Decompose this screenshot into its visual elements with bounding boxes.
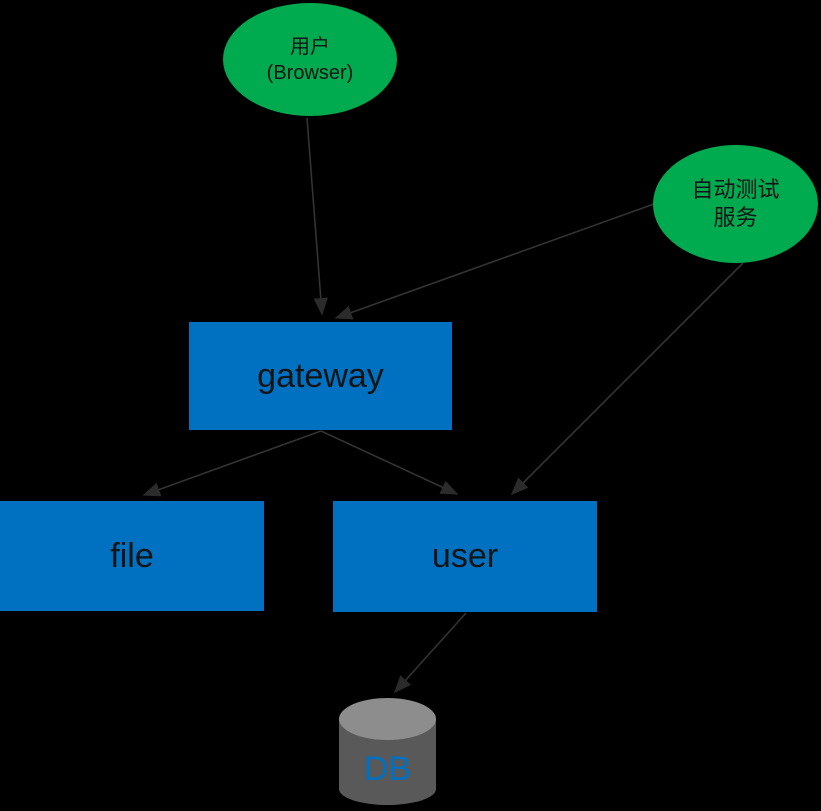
node-db-cylinder: DB (339, 698, 436, 805)
arrow-gateway-to-user (320, 430, 459, 495)
node-gateway: gateway (189, 322, 452, 430)
node-gateway-label: gateway (257, 356, 384, 395)
node-autotest-service: 自动测试 服务 (653, 145, 818, 263)
arrow-autotest-to-gateway (334, 203, 655, 320)
node-user-browser: 用户 (Browser) (223, 3, 397, 116)
node-db-label: DB (363, 749, 412, 788)
node-autotest-service-label-line2: 服务 (713, 205, 758, 230)
arrow-user-browser-to-gateway (306, 117, 328, 316)
arrow-gateway-to-file (142, 430, 322, 497)
node-autotest-service-label-line1: 自动测试 (691, 177, 780, 202)
node-user-label: user (431, 537, 499, 575)
node-file-label: file (110, 536, 154, 575)
arrow-user-to-db (393, 612, 467, 694)
arrow-autotest-to-user (510, 262, 744, 496)
node-user-browser-label-line1: 用户 (290, 35, 330, 58)
node-user-browser-label-line2: (Browser) (266, 61, 354, 84)
node-user: user (333, 501, 597, 612)
node-file: file (0, 501, 264, 611)
db-cylinder-top (339, 698, 436, 740)
